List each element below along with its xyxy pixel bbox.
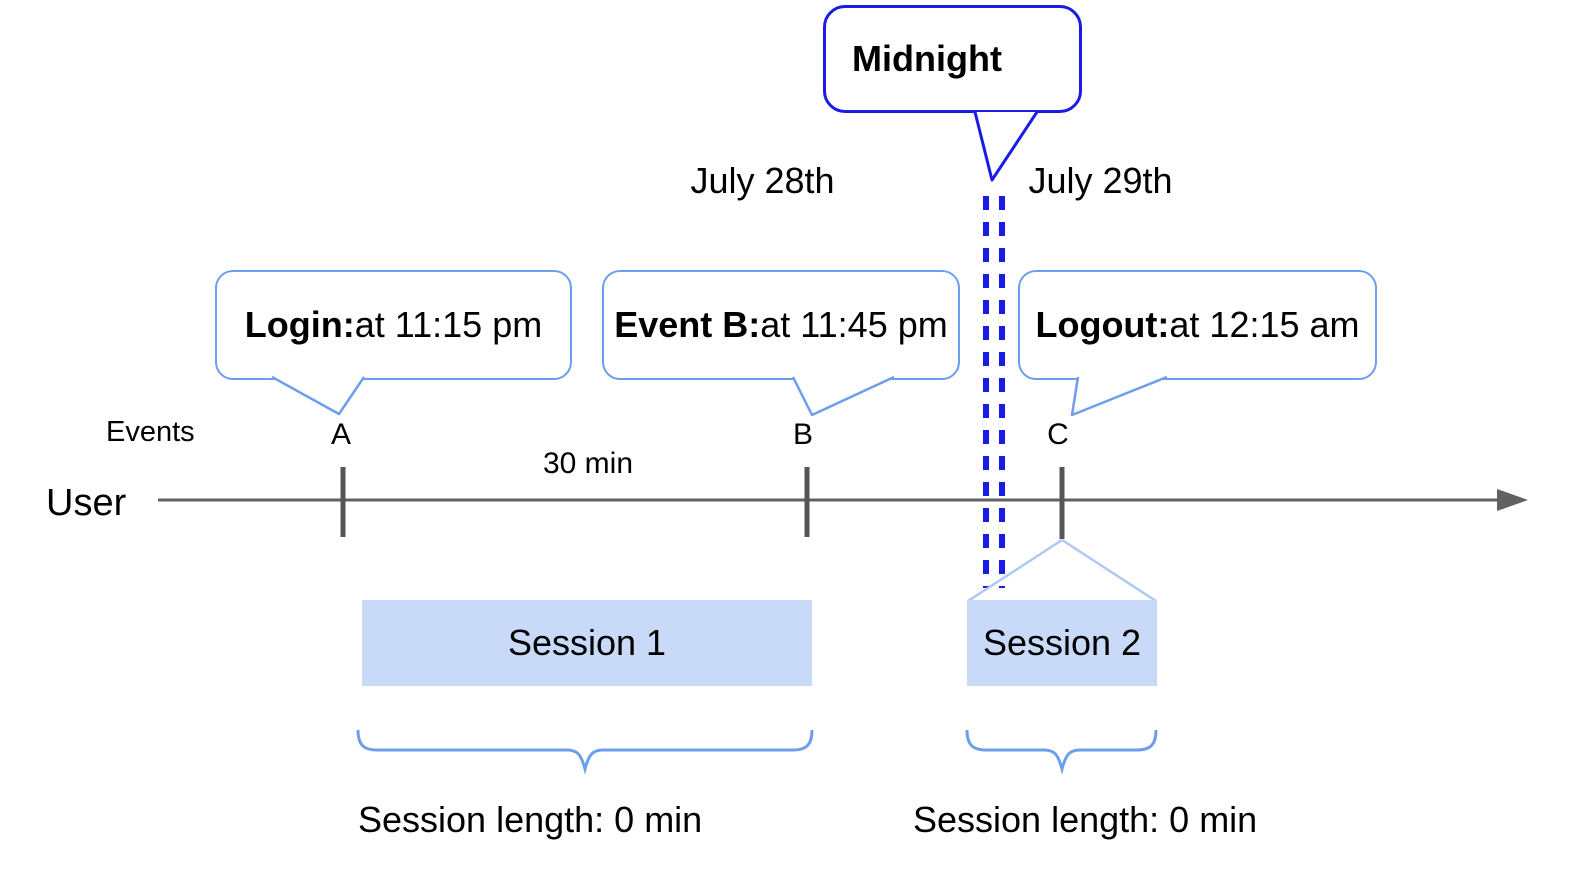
event-marker-c: C xyxy=(1047,418,1069,451)
session2-box: Session 2 xyxy=(967,600,1157,686)
session2-connector-left xyxy=(967,538,1063,603)
logout-callout-tail xyxy=(1070,375,1168,417)
midnight-callout-label: Midnight xyxy=(852,38,1002,79)
midnight-callout: Midnight xyxy=(823,5,1082,113)
event-b-callout: Event B: at 11:45 pm xyxy=(602,270,960,380)
session1-box: Session 1 xyxy=(362,600,812,686)
logout-callout-label: Logout: xyxy=(1035,304,1170,345)
logout-callout-text: at 12:15 am xyxy=(1169,304,1360,345)
session2-brace xyxy=(965,729,1158,775)
session1-length-label: Session length: 0 min xyxy=(358,799,703,840)
session2-box-label: Session 2 xyxy=(982,622,1142,663)
date-label-july-29: July 29th xyxy=(1028,160,1173,201)
session1-brace xyxy=(356,729,814,775)
login-callout-tail xyxy=(271,375,366,416)
event-b-callout-text: at 11:45 pm xyxy=(760,304,948,345)
timeline-arrowhead xyxy=(1497,489,1528,511)
event-marker-b: B xyxy=(792,418,813,451)
event-b-callout-label: Event B: xyxy=(614,304,761,345)
session2-length-label: Session length: 0 min xyxy=(913,799,1258,840)
events-row-label: Events xyxy=(106,416,195,448)
logout-callout: Logout: at 12:15 am xyxy=(1018,270,1377,380)
login-callout-text: at 11:15 pm xyxy=(354,304,543,345)
interval-30min-label: 30 min xyxy=(542,447,634,480)
user-row-label: User xyxy=(46,482,127,524)
session2-connector-right xyxy=(1061,538,1157,603)
event-b-callout-tail xyxy=(791,375,895,417)
date-label-july-28: July 28th xyxy=(690,160,835,201)
event-marker-a: A xyxy=(330,418,351,451)
login-callout-label: Login: xyxy=(244,304,355,345)
login-callout: Login: at 11:15 pm xyxy=(215,270,572,380)
session1-box-label: Session 1 xyxy=(507,622,667,663)
